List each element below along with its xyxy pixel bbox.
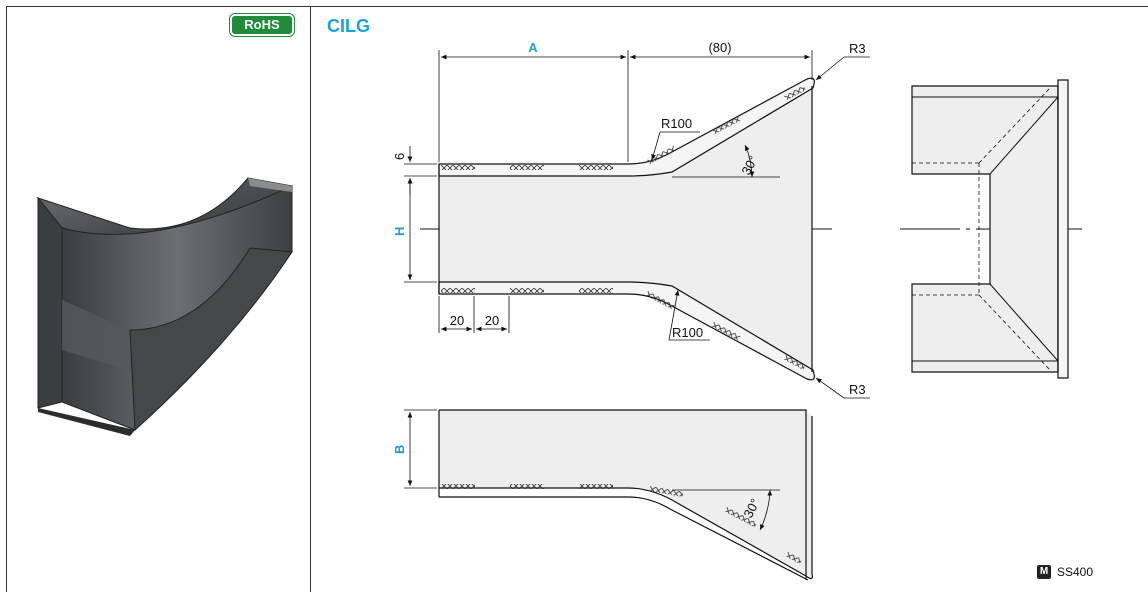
dim-pitch-1-label: 20 — [450, 313, 464, 328]
dim-a-label: A — [528, 40, 538, 55]
dim-pitch-2-label: 20 — [485, 313, 499, 328]
material-code: SS400 — [1057, 564, 1094, 579]
dim-inner-radius-bottom-label: R100 — [672, 325, 703, 340]
front-view — [404, 50, 870, 399]
dim-thickness-label: 6 — [392, 153, 407, 160]
dim-h-label: H — [392, 227, 407, 236]
material-icon: M — [1037, 564, 1051, 579]
dim-b-label: B — [392, 445, 407, 454]
product-photo-panel — [6, 6, 311, 592]
drawing-panel — [311, 6, 1148, 592]
material-spec: M SS400 — [1037, 564, 1093, 579]
dim-edge-radius-bottom-label: R3 — [849, 382, 866, 397]
product-code-title: CILG — [327, 16, 370, 36]
product-photo — [36, 177, 293, 436]
dim-inner-radius-top-label: R100 — [661, 116, 692, 131]
side-view — [900, 79, 1082, 379]
bottom-view — [404, 409, 813, 581]
dim-edge-radius-top-label: R3 — [849, 41, 866, 56]
rohs-badge: RoHS — [230, 14, 294, 36]
dim-flare-length-label: (80) — [708, 40, 731, 55]
